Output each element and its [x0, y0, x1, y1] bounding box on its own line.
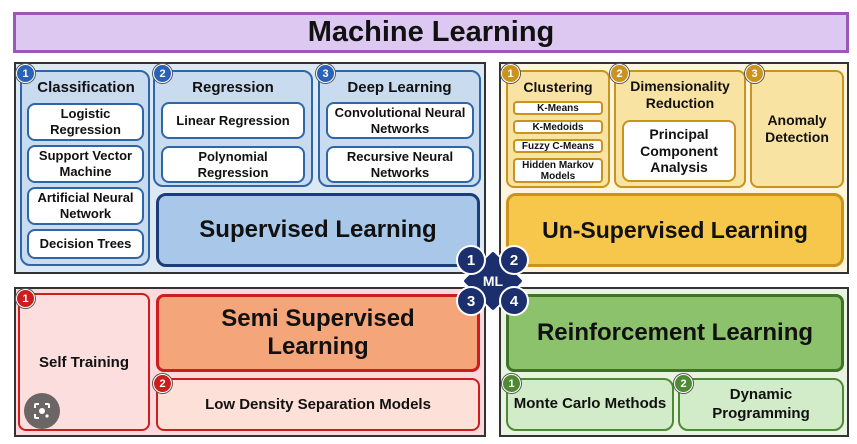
clustering-title: Clustering — [523, 79, 593, 95]
pca-item: Principal Component Analysis — [622, 120, 736, 182]
deep-learning-title: Deep Learning — [347, 78, 452, 96]
self-training-number: 1 — [16, 289, 35, 308]
lens-glyph-icon — [34, 403, 50, 419]
page-title: Machine Learning — [13, 12, 849, 53]
supervised-learning-label: Supervised Learning — [156, 193, 480, 267]
deep-learning-number: 3 — [316, 64, 335, 83]
kmeans-item: K-Means — [513, 101, 603, 115]
ann-item: Artificial Neural Network — [27, 187, 144, 225]
svm-item: Support Vector Machine — [27, 145, 144, 183]
low-density-number: 2 — [153, 374, 172, 393]
dynamic-programming-group: Dynamic Programming — [678, 378, 844, 431]
polynomial-regression-item: Polynomial Regression — [161, 146, 305, 183]
semi-hub-number: 3 — [456, 286, 486, 316]
dimensionality-title: Dimensionality Reduction — [630, 78, 730, 111]
regression-title: Regression — [192, 78, 274, 96]
clustering-number: 1 — [501, 64, 520, 83]
google-lens-icon[interactable] — [24, 393, 60, 429]
dynamic-programming-number: 2 — [674, 374, 693, 393]
reinforcement-hub-number: 4 — [499, 286, 529, 316]
kmedoids-item: K-Medoids — [513, 120, 603, 134]
monte-carlo-number: 1 — [502, 374, 521, 393]
cnn-item: Convolutional Neural Networks — [326, 102, 474, 139]
unsupervised-learning-label: Un-Supervised Learning — [506, 193, 844, 267]
decision-trees-item: Decision Trees — [27, 229, 144, 259]
rnn-item: Recursive Neural Networks — [326, 146, 474, 183]
monte-carlo-group: Monte Carlo Methods — [506, 378, 674, 431]
low-density-group: Low Density Separation Models — [156, 378, 480, 431]
logistic-regression-item: Logistic Regression — [27, 103, 144, 141]
classification-title: Classification — [37, 78, 135, 96]
unsupervised-hub-number: 2 — [499, 245, 529, 275]
fuzzy-cmeans-item: Fuzzy C-Means — [513, 139, 603, 153]
ml-center-label: ML — [482, 273, 504, 289]
hidden-markov-item: Hidden Markov Models — [513, 158, 603, 183]
regression-number: 2 — [153, 64, 172, 83]
dimensionality-number: 2 — [610, 64, 629, 83]
linear-regression-item: Linear Regression — [161, 102, 305, 139]
semi-supervised-learning-label: Semi Supervised Learning — [156, 294, 480, 372]
supervised-hub-number: 1 — [456, 245, 486, 275]
anomaly-detection-group: Anomaly Detection — [750, 70, 844, 188]
reinforcement-learning-label: Reinforcement Learning — [506, 294, 844, 372]
anomaly-number: 3 — [745, 64, 764, 83]
classification-number: 1 — [16, 64, 35, 83]
